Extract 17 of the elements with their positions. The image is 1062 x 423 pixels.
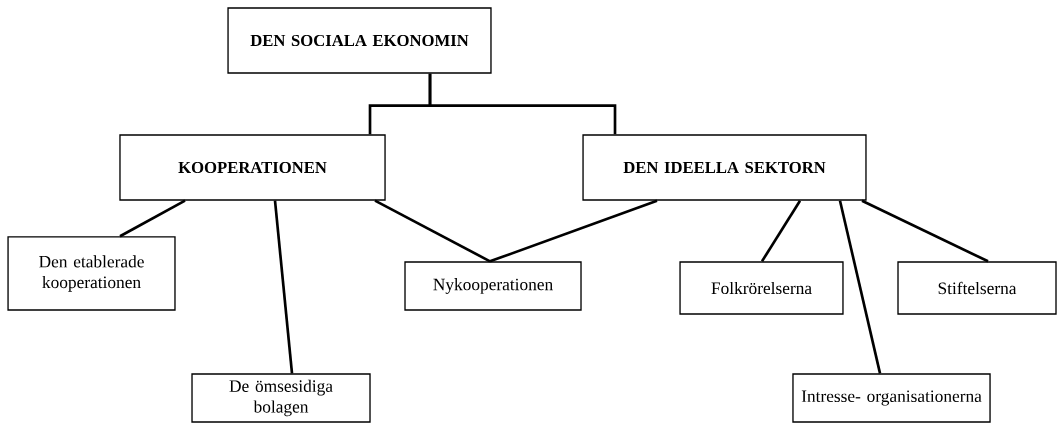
category-box: Nykooperationen	[404, 261, 582, 311]
connector-line	[119, 199, 186, 238]
heading-box: DEN SOCIALA EKONOMIN	[227, 7, 492, 74]
category-box: Den etablerade kooperationen	[7, 236, 176, 311]
category-box: De ömsesidiga bolagen	[191, 373, 371, 423]
connector-line	[374, 199, 491, 263]
connector-line	[760, 199, 802, 263]
connector-line	[861, 199, 989, 263]
category-box: Folkrörelserna	[679, 261, 844, 315]
connector-line	[273, 200, 294, 374]
category-box: Stiftelserna	[897, 261, 1057, 315]
category-box: Intresse- organisationerna	[792, 373, 991, 423]
heading-box: KOOPERATIONEN	[119, 134, 386, 201]
heading-box: DEN IDEELLA SEKTORN	[582, 134, 867, 201]
connector-line	[428, 73, 617, 135]
connector-line	[838, 200, 882, 374]
connector-line	[489, 199, 658, 263]
